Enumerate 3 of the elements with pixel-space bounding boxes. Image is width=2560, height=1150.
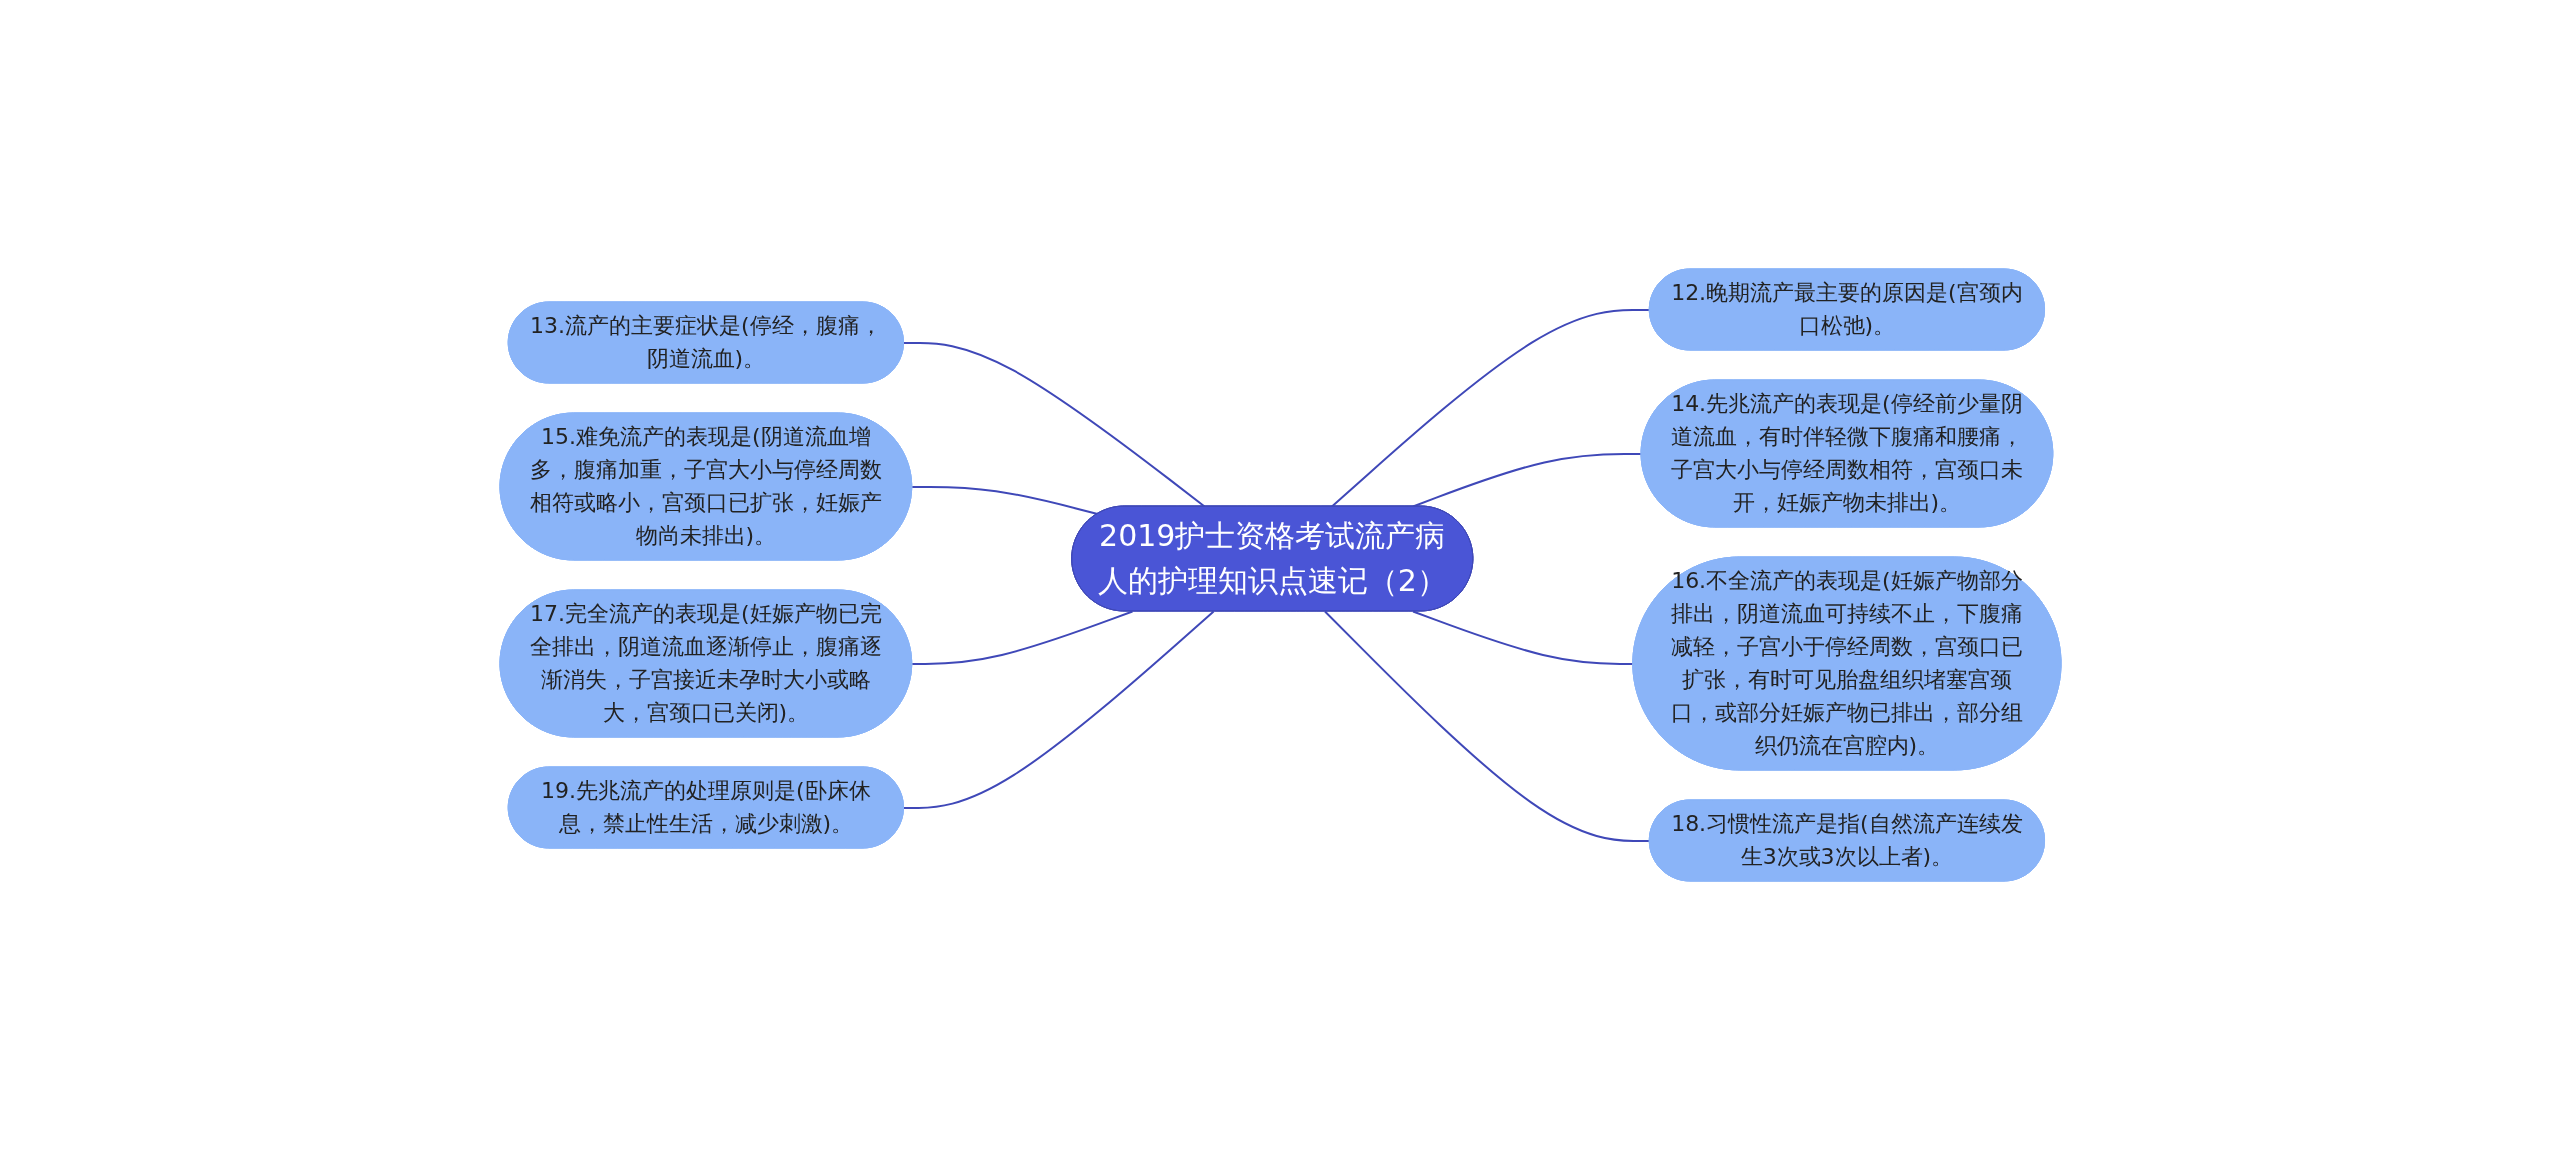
connector <box>910 610 1133 665</box>
connector <box>1411 610 1634 665</box>
connector <box>902 610 1215 809</box>
